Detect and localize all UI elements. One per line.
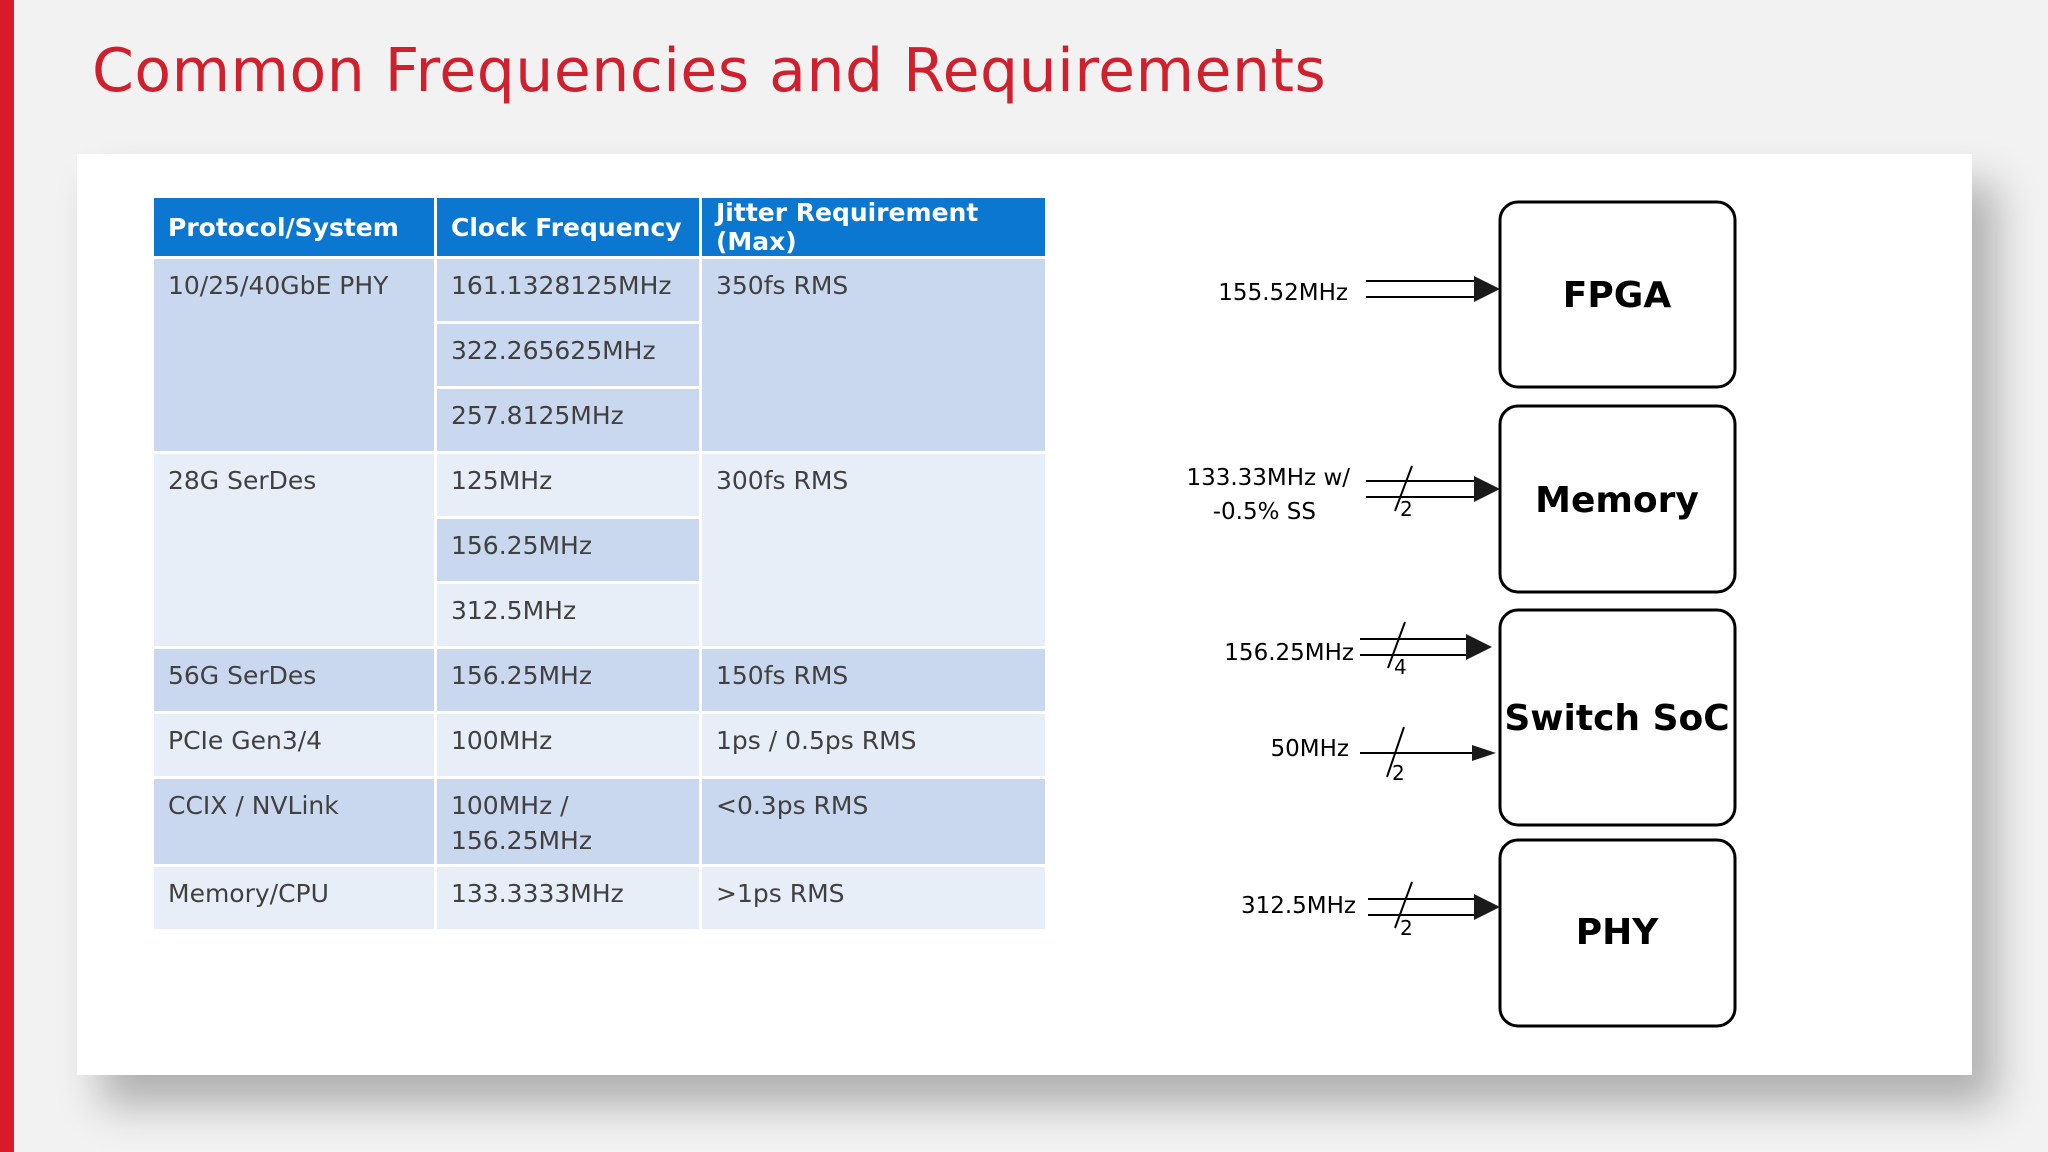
memory-block: Memory [1498, 404, 1737, 594]
arrowhead-icon [1472, 745, 1496, 761]
table-row: 312.5MHz [153, 581, 1047, 649]
switch-signal-a-label: 156.25MHz [1224, 640, 1354, 666]
clock-line: 156.25MHz [451, 826, 592, 855]
memory-label: Memory [1535, 480, 1699, 521]
switch-input-signal-b: 50MHz 2 [1271, 726, 1496, 785]
jitter-cell: <0.3ps RMS [699, 776, 1048, 867]
memory-signal-label-line1: 133.33MHz w/ [1186, 465, 1350, 491]
protocol-cell: 28G SerDes [151, 451, 437, 649]
arrowhead-icon [1474, 476, 1500, 502]
arrowhead-icon [1474, 894, 1500, 920]
jitter-cell: 300fs RMS [699, 451, 1048, 649]
clock-cell: 100MHz [434, 711, 702, 779]
switch-soc-label: Switch SoC [1504, 698, 1729, 739]
fpga-signal-label: 155.52MHz [1218, 280, 1348, 306]
clock-cell: 100MHz / 156.25MHz [434, 776, 702, 867]
jitter-cell: 150fs RMS [699, 646, 1048, 714]
arrowhead-icon [1466, 634, 1492, 660]
table-header-row: Protocol/System Clock Frequency Jitter R… [151, 195, 1048, 259]
phy-input-signal: 312.5MHz 2 [1241, 881, 1500, 940]
header-jitter: Jitter Requirement (Max) [699, 195, 1048, 259]
table-row: 156.25MHz [153, 516, 1047, 584]
clock-cell: 161.1328125MHz [434, 256, 702, 324]
switch-b-bus-width: 2 [1392, 761, 1405, 785]
phy-block: PHY [1498, 838, 1737, 1028]
table-row: CCIX / NVLink 100MHz / 156.25MHz <0.3ps R… [151, 776, 1048, 867]
table-row: PCIe Gen3/4 100MHz 1ps / 0.5ps RMS [151, 711, 1048, 779]
fpga-label: FPGA [1563, 275, 1672, 316]
clock-cell: 133.3333MHz [434, 864, 702, 932]
clock-cell: 312.5MHz [434, 581, 702, 649]
header-protocol: Protocol/System [151, 195, 437, 259]
clock-cell: 322.265625MHz [434, 321, 702, 389]
switch-signal-b-label: 50MHz [1271, 736, 1349, 762]
frequency-table: Protocol/System Clock Frequency Jitter R… [151, 195, 1048, 932]
fpga-block: FPGA [1498, 200, 1737, 389]
table-row: 28G SerDes 125MHz 300fs RMS [151, 451, 1048, 649]
jitter-cell: >1ps RMS [699, 864, 1048, 932]
memory-signal-label-line2: -0.5% SS [1213, 499, 1316, 525]
jitter-cell: 350fs RMS [699, 256, 1048, 454]
switch-a-bus-width: 4 [1394, 655, 1407, 679]
clock-cell: 257.8125MHz [434, 386, 702, 454]
phy-signal-label: 312.5MHz [1241, 893, 1356, 919]
protocol-cell: PCIe Gen3/4 [151, 711, 437, 779]
phy-bus-width: 2 [1400, 916, 1413, 940]
table-row: Memory/CPU 133.3333MHz >1ps RMS [151, 864, 1048, 932]
memory-bus-width: 2 [1400, 497, 1413, 521]
table-row: 257.8125MHz [153, 386, 1047, 454]
clock-line: 100MHz / [451, 791, 569, 820]
switch-input-signal-a: 156.25MHz 4 [1224, 621, 1492, 679]
memory-input-signal: 133.33MHz w/ -0.5% SS 2 [1186, 465, 1500, 525]
accent-bar [0, 0, 14, 1152]
jitter-cell: 1ps / 0.5ps RMS [699, 711, 1048, 779]
clock-cell: 156.25MHz [434, 516, 702, 584]
fpga-input-signal: 155.52MHz [1218, 276, 1500, 306]
protocol-cell: Memory/CPU [151, 864, 437, 932]
table-row: 322.265625MHz [153, 321, 1047, 389]
protocol-cell: CCIX / NVLink [151, 776, 437, 867]
phy-label: PHY [1576, 912, 1660, 953]
header-clock: Clock Frequency [434, 195, 702, 259]
table-row: 56G SerDes 156.25MHz 150fs RMS [151, 646, 1048, 714]
table-row: 10/25/40GbE PHY 161.1328125MHz 350fs RMS [151, 256, 1048, 454]
protocol-cell: 56G SerDes [151, 646, 437, 714]
switch-soc-block: Switch SoC [1498, 608, 1737, 827]
protocol-cell: 10/25/40GbE PHY [151, 256, 437, 454]
arrowhead-icon [1474, 276, 1500, 302]
clock-cell: 156.25MHz [434, 646, 702, 714]
clock-cell: 125MHz [434, 451, 702, 519]
slide-title: Common Frequencies and Requirements [92, 36, 1327, 106]
